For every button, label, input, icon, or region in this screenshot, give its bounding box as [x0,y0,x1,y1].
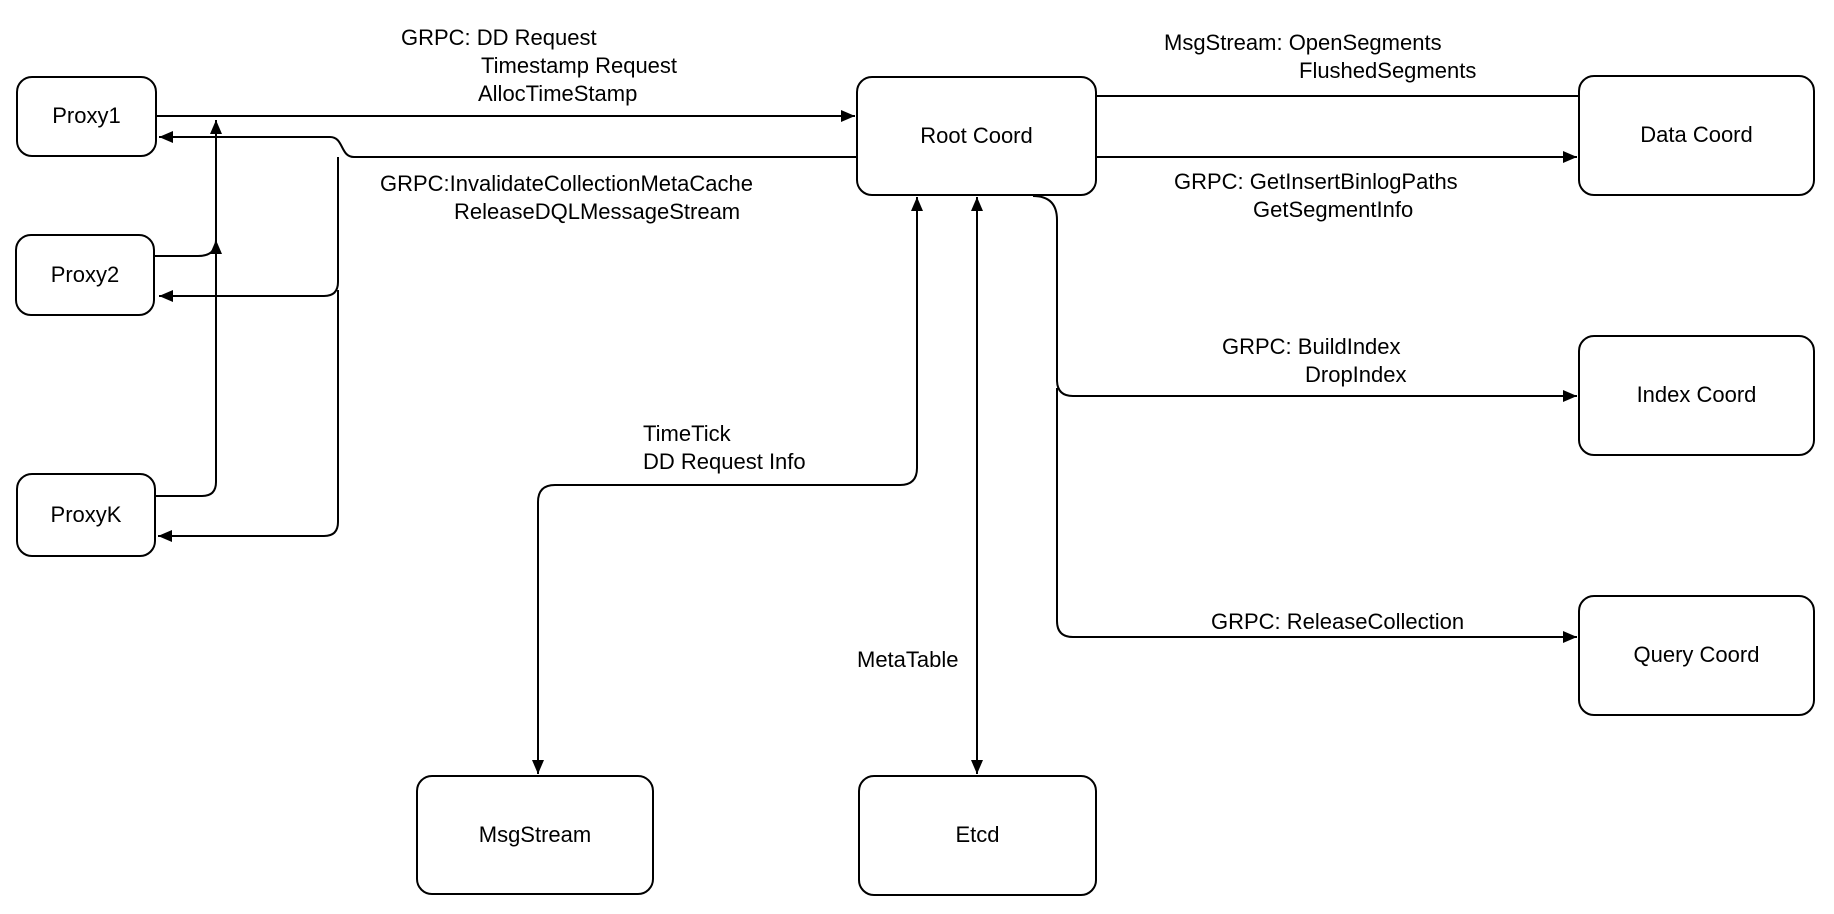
node-proxyk: ProxyK [16,473,156,557]
node-proxyk-label: ProxyK [50,501,122,527]
node-querycoord: Query Coord [1578,595,1815,716]
node-proxy2: Proxy2 [15,234,155,316]
edge-rootcoord-to-querycoord [1056,388,1577,643]
node-msgstream: MsgStream [416,775,654,895]
edge-rootcoord-to-proxy1 [159,131,856,158]
edge-rootcoord-to-msgstream [532,200,918,774]
node-etcd-label: Etcd [955,822,1000,848]
node-proxy1-label: Proxy1 [52,103,121,129]
node-indexcoord: Index Coord [1578,335,1815,456]
edge-label-release-collection: GRPC: ReleaseCollection [1211,609,1465,634]
node-rootcoord: Root Coord [856,76,1097,196]
node-proxy2-label: Proxy2 [50,261,120,287]
edge-proxyk-merge-trunk [156,120,222,497]
node-querycoord-label: Query Coord [1633,642,1760,668]
node-msgstream-label: MsgStream [478,821,592,847]
node-datacoord-label: Data Coord [1640,122,1753,148]
node-rootcoord-label: Root Coord [920,122,1033,148]
node-etcd: Etcd [858,775,1097,896]
edge-rootcoord-to-proxyk [158,290,339,542]
node-proxy1: Proxy1 [16,76,157,157]
edge-proxy2-merge-trunk [155,239,222,257]
edge-rootcoord-to-proxy2 [159,157,339,302]
edge-label-metatable: MetaTable [857,647,959,672]
node-datacoord: Data Coord [1578,75,1815,196]
node-indexcoord-label: Index Coord [1636,382,1757,408]
